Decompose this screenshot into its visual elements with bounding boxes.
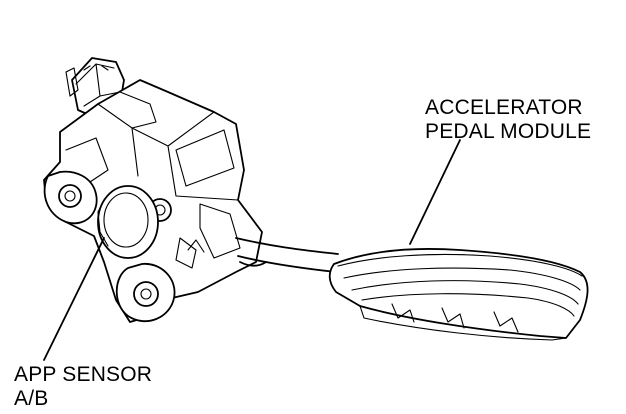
pedal-arm <box>235 237 339 273</box>
leader-lines <box>43 139 461 361</box>
app-sensor-label: APP SENSOR A/B <box>14 363 152 411</box>
pedal-module-label-line1: ACCELERATOR <box>425 96 583 119</box>
pedal-module-leader-line <box>409 139 461 245</box>
pedal-pad <box>328 248 589 341</box>
pedal-module-label: ACCELERATOR PEDAL MODULE <box>425 96 591 144</box>
left-mounting-ear <box>43 170 98 225</box>
app-sensor-label-line2: A/B <box>14 387 49 410</box>
app-sensor-rotor <box>97 185 159 259</box>
pedal-module-label-line2: PEDAL MODULE <box>425 120 592 143</box>
app-sensor-leader-line <box>43 237 105 361</box>
app-sensor-label-line1: APP SENSOR <box>14 363 153 386</box>
lower-mounting-ear <box>115 263 176 323</box>
